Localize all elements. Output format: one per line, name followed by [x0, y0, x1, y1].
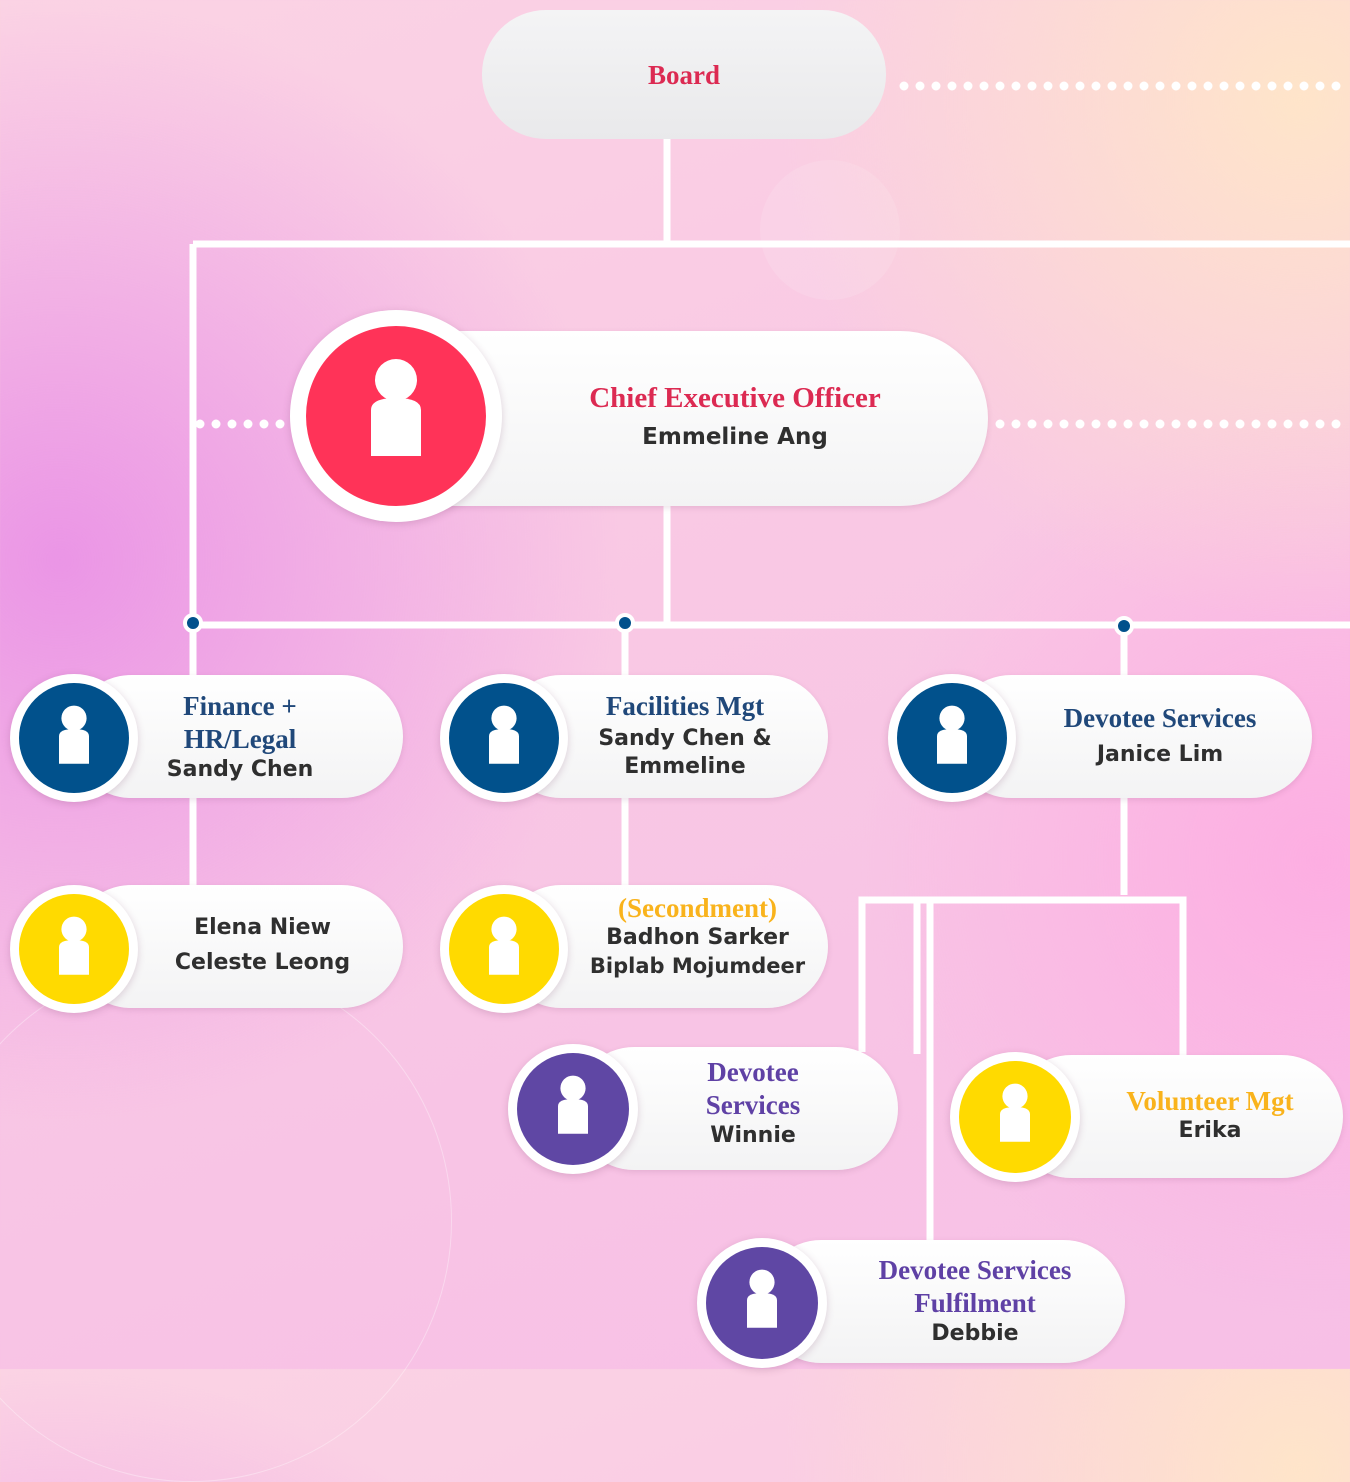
facilities-avatar: [440, 674, 568, 802]
person-icon: [558, 1075, 588, 1134]
junction-dot: [615, 613, 635, 633]
devotee-services-winnie-avatar: [508, 1044, 638, 1174]
person-icon: [59, 705, 89, 764]
winnie-title-line2: Services: [705, 1090, 801, 1120]
connector: [858, 896, 1187, 1058]
facilities-staff-name-line1: Badhon Sarker: [606, 925, 789, 950]
person-icon: [747, 1269, 777, 1328]
finance-staff-name-line2: Celeste Leong: [174, 950, 351, 975]
junction-dot: [1114, 616, 1134, 636]
facilities-name-line1: Sandy Chen &: [598, 726, 772, 751]
person-icon: [1000, 1083, 1030, 1142]
devotee-services-node: Devotee Services Janice Lim: [950, 675, 1312, 798]
board-title: Board: [647, 60, 720, 90]
finance-name: Sandy Chen: [166, 757, 314, 782]
junction-dot: [183, 613, 203, 633]
ceo-avatar: [290, 310, 502, 522]
person-icon: [489, 705, 519, 764]
devotee-services-avatar: [888, 674, 1016, 802]
winnie-name: Winnie: [710, 1123, 796, 1148]
facilities-staff-title: (Secondment): [618, 893, 777, 923]
finance-staff-name-line1: Elena Niew: [194, 915, 331, 940]
devotee-services-name: Janice Lim: [1096, 742, 1224, 767]
facilities-name-line2: Emmeline: [624, 754, 746, 779]
finance-staff-node: Elena Niew Celeste Leong: [70, 885, 403, 1008]
connector-lines: [183, 613, 1187, 1058]
finance-staff-avatar: [10, 885, 138, 1013]
fulfilment-avatar: [697, 1238, 827, 1368]
finance-title-line1: Finance +: [183, 691, 297, 721]
facilities-staff-avatar: [440, 885, 568, 1013]
volunteer-avatar: [950, 1052, 1080, 1182]
board-node: Board: [482, 10, 886, 139]
volunteer-name: Erika: [1178, 1118, 1242, 1143]
volunteer-title: Volunteer Mgt: [1126, 1086, 1294, 1116]
person-icon: [59, 916, 89, 975]
fulfilment-name: Debbie: [931, 1321, 1019, 1346]
devotee-services-title: Devotee Services: [1063, 703, 1257, 733]
finance-node: Finance + HR/Legal Sandy Chen: [70, 675, 403, 798]
person-icon: [371, 359, 421, 456]
winnie-title-line1: Devotee: [707, 1057, 799, 1087]
facilities-staff-name-line2: Biplab Mojumdeer: [589, 954, 806, 978]
facilities-node: Facilities Mgt Sandy Chen & Emmeline: [500, 675, 828, 798]
finance-avatar: [10, 674, 138, 802]
ceo-title: Chief Executive Officer: [589, 382, 881, 414]
person-icon: [937, 705, 967, 764]
person-icon: [489, 916, 519, 975]
facilities-title: Facilities Mgt: [605, 691, 765, 721]
ceo-name: Emmeline Ang: [642, 424, 828, 450]
fulfilment-title-line2: Fulfilment: [914, 1288, 1036, 1318]
fulfilment-title-line1: Devotee Services: [878, 1255, 1072, 1285]
finance-title-line2: HR/Legal: [183, 724, 297, 754]
